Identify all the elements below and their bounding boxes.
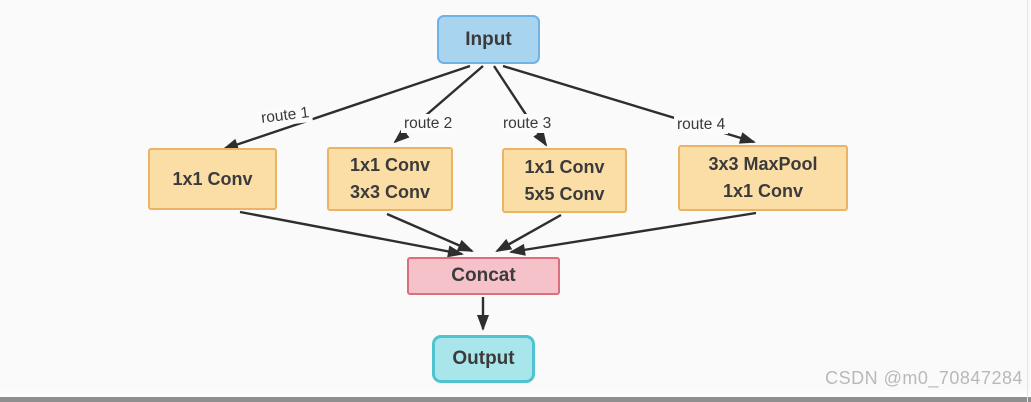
node-output: Output xyxy=(432,335,535,383)
node-branch-2: 1x1 Conv 3x3 Conv xyxy=(327,147,453,211)
node-input-label: Input xyxy=(465,28,512,50)
route-label-2: route 2 xyxy=(401,114,456,133)
route-label-4: route 4 xyxy=(674,115,729,134)
arrow-branch4-to-concat xyxy=(509,211,757,256)
watermark: CSDN @m0_70847284 xyxy=(825,368,1023,388)
branch-op-label: 1x1 Conv xyxy=(722,181,804,201)
node-output-label: Output xyxy=(452,348,515,369)
branch-op-label: 5x5 Conv xyxy=(524,183,605,204)
branch-op-label: 3x3 MaxPool xyxy=(708,154,818,174)
arrow-branch3-to-concat xyxy=(495,213,562,253)
branch-op-label: 1x1 Conv xyxy=(172,168,253,189)
branch-op-label: 1x1 Conv xyxy=(524,156,605,177)
node-concat-label: Concat xyxy=(451,265,516,286)
route-label-3: route 3 xyxy=(500,114,555,133)
node-branch-4: 3x3 MaxPool 1x1 Conv xyxy=(678,145,848,211)
arrow-branch2-to-concat xyxy=(386,212,474,253)
node-input: Input xyxy=(437,15,540,64)
branch-op-label: 1x1 Conv xyxy=(349,155,431,175)
bottom-gray-bar xyxy=(0,397,1031,402)
node-concat: Concat xyxy=(407,257,560,295)
node-branch-3: 1x1 Conv 5x5 Conv xyxy=(502,148,627,213)
right-edge-line xyxy=(1027,0,1028,402)
bottom-white-strip xyxy=(0,389,1031,397)
arrow-input-to-branch1 xyxy=(222,64,471,151)
arrow-branch1-to-concat xyxy=(239,210,464,258)
node-branch-1: 1x1 Conv xyxy=(148,148,277,210)
branch-op-label: 3x3 Conv xyxy=(349,182,431,202)
